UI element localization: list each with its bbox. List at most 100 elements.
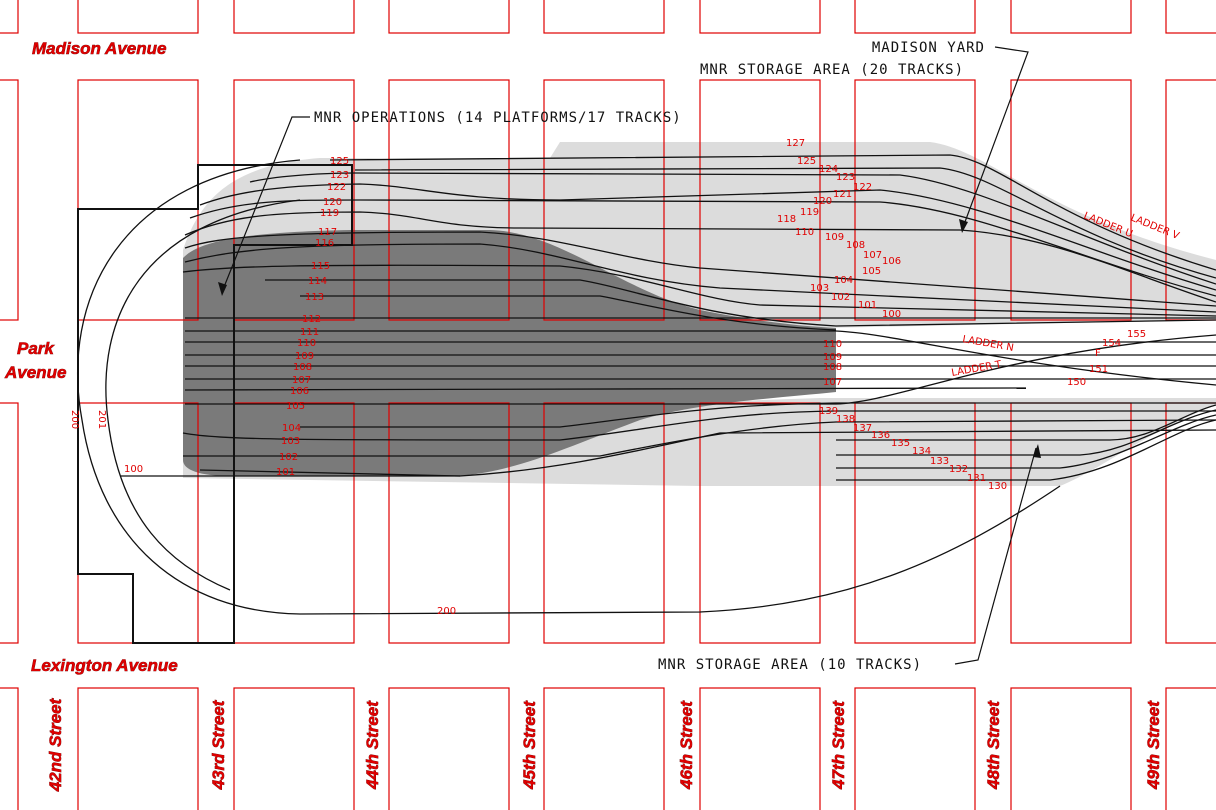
platform-track-label: 101 [276,467,295,478]
south-yard-track-label: 133 [930,456,949,467]
city-block [699,402,821,644]
city-block [388,402,510,644]
track [836,419,1216,481]
city-block [1010,79,1132,321]
yard-track-label: 125 [797,156,816,167]
city-block [77,402,199,644]
track [300,295,837,331]
track [836,409,1216,456]
track [185,334,1216,405]
throat-track-label: 107 [823,377,842,388]
platform-track-label: 106 [290,386,309,397]
platform-track-label: 122 [327,182,346,193]
throat-track-label: 110 [823,339,842,350]
storage-20-label: MNR STORAGE AREA (20 TRACKS) [700,62,964,78]
track [184,387,1027,391]
city-block [543,687,665,810]
track [836,414,1216,469]
city-block [0,402,19,644]
city-block [1010,0,1132,34]
track [184,211,1216,303]
track [265,279,1216,327]
loop-track-201 [105,199,301,591]
yard-track-label: 121 [833,189,852,200]
throat-track-label: 154 [1102,338,1121,349]
park-avenue-label-1: Park [17,339,55,358]
south-yard-track-label: 138 [836,414,855,425]
track [836,404,1216,441]
platform-track-label: 112 [302,314,321,325]
platform-track-label: 120 [323,197,342,208]
throat-track-label: 155 [1127,329,1146,340]
yard-track-label: 123 [836,172,855,183]
street-label: 42nd Street [46,697,65,792]
city-block [1165,0,1216,34]
platform-track-label: 105 [286,401,305,412]
track [199,183,1216,291]
platform-track-label: 119 [320,208,339,219]
south-yard-track-label: 137 [853,423,872,434]
track [249,172,1216,285]
city-block [388,0,510,34]
south-yard-track-label: 136 [871,430,890,441]
yard-track-label: 119 [800,207,819,218]
platform-track-label: 111 [300,327,319,338]
yard-track-label: 102 [831,292,850,303]
yard-track-label: 124 [819,164,838,175]
loop-track-label: 201 [96,410,107,429]
city-block [77,0,199,34]
operations-boundary [77,164,353,644]
track [184,231,1216,307]
city-block [699,0,821,34]
yard-track-label: 108 [846,240,865,251]
loop-track-200 [77,159,1061,615]
platform-track-label: 115 [311,261,330,272]
city-block [1010,687,1132,810]
madison-yard-label: MADISON YARD [872,40,985,56]
loop-track-label: 200 [437,606,456,617]
operations-platform-area [183,230,836,476]
track [182,410,1216,441]
city-block [0,0,19,34]
south-yard-track-label: 130 [988,481,1007,492]
platform-track-label: 108 [293,362,312,373]
track [185,330,1216,386]
platform-track-label: 125 [330,156,349,167]
arrowheads [218,219,1041,458]
platform-track-label: 117 [318,227,337,238]
south-yard-track-label: 135 [891,438,910,449]
track [182,264,1216,317]
platform-track-label: 104 [282,423,301,434]
city-block [0,687,19,810]
yard-track-label: 107 [863,250,882,261]
south-yard-track-label: 134 [912,446,931,457]
platform-track-label: 116 [315,238,334,249]
street-label: 43rd Street [209,699,228,790]
street-label: 47th Street [829,700,848,790]
park-avenue-label-2: Avenue [4,363,66,382]
yard-track-label: 109 [825,232,844,243]
city-block [388,687,510,810]
city-block [854,687,976,810]
city-block [233,0,355,34]
yard-track-label: 103 [810,283,829,294]
throat-track-label: F [1095,348,1101,359]
yard-track-label: 127 [786,138,805,149]
city-block [233,687,355,810]
south-yard-track-label: 131 [967,473,986,484]
yard-track-label: 101 [858,300,877,311]
throat-track-label: 109 [823,352,842,363]
loop-track-label: 100 [124,464,143,475]
yard-track-label: 106 [882,256,901,267]
yard-track-label: 122 [853,182,872,193]
platform-track-label: 123 [330,170,349,181]
loop-track-label: 200 [69,410,80,429]
annotation-leaders [221,46,1037,665]
platform-track-label: 103 [281,436,300,447]
city-block [854,0,976,34]
track [329,154,1216,271]
track [184,243,1216,313]
throat-track-label: 150 [1067,377,1086,388]
street-label: 48th Street [984,700,1003,790]
